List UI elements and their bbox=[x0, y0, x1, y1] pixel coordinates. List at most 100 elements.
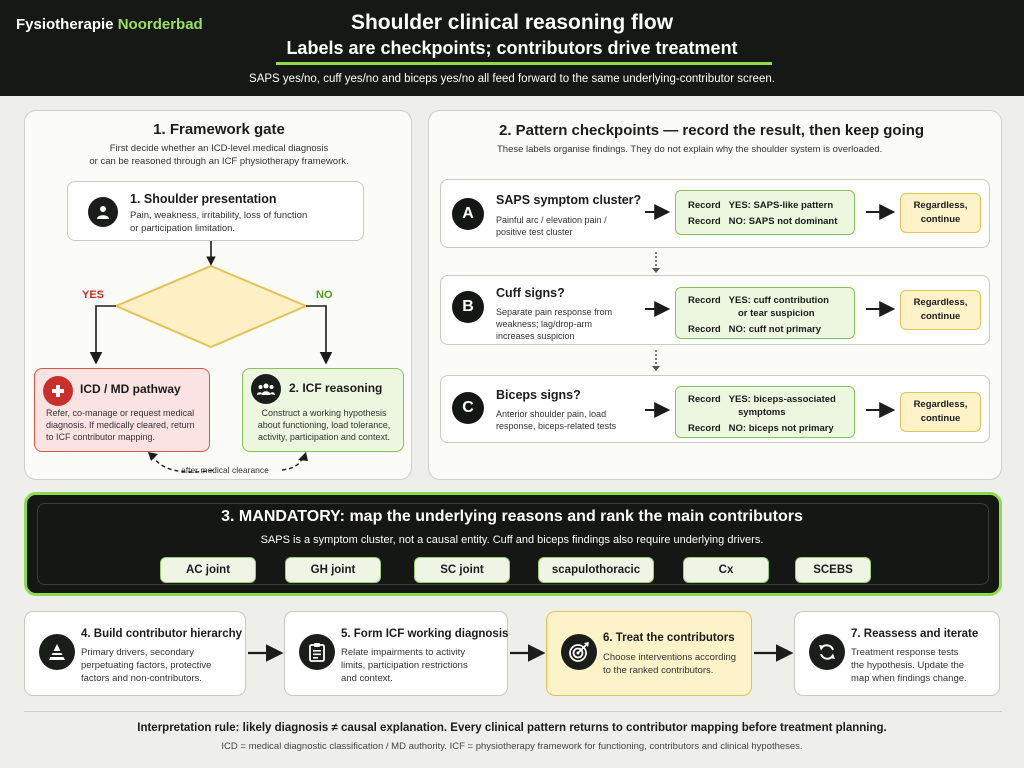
step-form-icf-diagnosis[interactable]: 5. Form ICF working diagnosis Relate imp… bbox=[284, 611, 508, 696]
no-label: NO bbox=[316, 289, 333, 301]
step-build-hierarchy[interactable]: 4. Build contributor hierarchy Primary d… bbox=[24, 611, 246, 696]
record-b-yes-text: YES: cuff contribution bbox=[728, 295, 829, 306]
checkpoint-c-title: Biceps signs? bbox=[496, 388, 581, 402]
page-subtitle: Labels are checkpoints; contributors dri… bbox=[286, 38, 738, 58]
framework-gate-intro-1: First decide whether an ICD-level medica… bbox=[109, 143, 329, 154]
step-4-line-3: factors and non-contributors. bbox=[81, 672, 202, 684]
brand-prefix: Fysiotherapie bbox=[16, 16, 118, 33]
title-underline bbox=[276, 62, 772, 65]
pattern-checkpoints-title: 2. Pattern checkpoints — record the resu… bbox=[499, 122, 925, 139]
icf-reasoning-box[interactable]: 2. ICF reasoning Construct a working hyp… bbox=[242, 368, 404, 452]
step-6-line-1: Choose interventions according bbox=[603, 652, 737, 663]
step-5-line-3: and context. bbox=[341, 672, 393, 684]
person-icon bbox=[88, 197, 118, 227]
group-icon bbox=[251, 374, 281, 404]
step-5-text: Relate impairments to activity limits, p… bbox=[341, 647, 468, 685]
yes-label: YES bbox=[82, 289, 105, 301]
record-a-no: Record NO: SAPS not dominant bbox=[688, 216, 837, 227]
record-b-no: Record NO: cuff not primary bbox=[688, 324, 821, 335]
icd-pathway-line-2: diagnosis. If medically cleared, return bbox=[46, 420, 195, 430]
step-5-line-2: limits, participation restrictions bbox=[341, 659, 468, 671]
contributor-chip-gh-joint[interactable]: GH joint bbox=[285, 557, 381, 583]
continue-a-line-2: continue bbox=[920, 214, 961, 225]
icf-reasoning-line-3: activity, participation and context. bbox=[258, 432, 390, 442]
header-note: SAPS yes/no, cuff yes/no and biceps yes/… bbox=[249, 73, 775, 85]
shoulder-presentation-box[interactable]: 1. Shoulder presentation Pain, weakness,… bbox=[67, 181, 364, 241]
step-4-title: 4. Build contributor hierarchy bbox=[81, 628, 243, 640]
record-c-yes-text-2: symptoms bbox=[738, 407, 786, 418]
checkpoint-b-desc-3: increases suspicion bbox=[496, 331, 575, 341]
hierarchy-cone-icon bbox=[39, 634, 75, 670]
step-7-line-3: map when findings change. bbox=[851, 672, 967, 684]
mandatory-inner bbox=[37, 503, 989, 585]
checkpoint-letter-a: A bbox=[452, 198, 484, 230]
record-a-yes-text: YES: SAPS-like pattern bbox=[728, 200, 834, 211]
contributor-chip-sc-joint[interactable]: SC joint bbox=[414, 557, 510, 583]
record-a-yes: Record YES: SAPS-like pattern bbox=[688, 200, 833, 211]
checkpoint-b-desc-1: Separate pain response from bbox=[496, 307, 613, 317]
record-b-no-text: NO: cuff not primary bbox=[728, 324, 822, 335]
checkpoint-b-desc-2: weakness; lag/drop-arm bbox=[496, 319, 593, 329]
record-c-no-text: NO: biceps not primary bbox=[728, 423, 834, 434]
icd-pathway-title: ICD / MD pathway bbox=[80, 382, 181, 396]
loop-label: after medical clearance bbox=[181, 465, 269, 475]
continue-box-b: Regardless,continue bbox=[900, 290, 981, 330]
record-label: Record bbox=[688, 423, 721, 434]
decision-label-2: diagnosis required? bbox=[151, 310, 271, 324]
interpretation-rule: Interpretation rule: likely diagnosis ≠ … bbox=[137, 722, 887, 734]
checkpoint-letter-b: B bbox=[452, 291, 484, 323]
icf-reasoning-title: 2. ICF reasoning bbox=[289, 381, 383, 395]
continue-c-line-2: continue bbox=[920, 413, 961, 424]
step-5-line-1: Relate impairments to activity bbox=[341, 647, 466, 658]
step-4-line-1: Primary drivers, secondary bbox=[81, 647, 194, 658]
continue-b-line-2: continue bbox=[920, 311, 961, 322]
record-label: Record bbox=[688, 394, 721, 405]
icf-reasoning-line-1: Construct a working hypothesis bbox=[261, 408, 387, 418]
framework-gate-title: 1. Framework gate bbox=[153, 121, 285, 138]
checkpoint-c-desc-2: response, biceps-related tests bbox=[496, 421, 617, 431]
contributor-chip-ac-joint[interactable]: AC joint bbox=[160, 557, 256, 583]
target-icon bbox=[561, 634, 597, 670]
step-6-title: 6. Treat the contributors bbox=[603, 632, 735, 644]
checkpoint-a-title: SAPS symptom cluster? bbox=[496, 193, 642, 207]
step-4-text: Primary drivers, secondary perpetuating … bbox=[81, 647, 211, 685]
step-4-line-2: perpetuating factors, protective bbox=[81, 659, 212, 671]
record-c-yes-cont: symptoms bbox=[738, 407, 786, 418]
medical-cross-icon bbox=[43, 376, 73, 406]
record-label: Record bbox=[688, 200, 721, 211]
contributor-chip-cx[interactable]: Cx bbox=[683, 557, 769, 583]
continue-c-line-1: Regardless, bbox=[913, 398, 968, 410]
step-7-line-1: Treatment response tests bbox=[851, 647, 959, 658]
shoulder-presentation-line-2: or participation limitation. bbox=[130, 223, 236, 234]
icd-pathway-box[interactable]: ICD / MD pathway Refer, co-manage or req… bbox=[34, 368, 210, 452]
contributor-chip-scebs[interactable]: SCEBS bbox=[795, 557, 871, 583]
contributor-chip-scapulothoracic[interactable]: scapulothoracic bbox=[538, 557, 654, 583]
step-5-title: 5. Form ICF working diagnosis bbox=[341, 628, 509, 640]
framework-gate-intro-2: or can be reasoned through an ICF physio… bbox=[89, 156, 349, 167]
checkpoint-a-desc-1: Painful arc / elevation pain / bbox=[496, 215, 607, 225]
step-reassess-iterate[interactable]: 7. Reassess and iterate Treatment respon… bbox=[794, 611, 1000, 696]
brand-logo: Fysiotherapie Noorderbad bbox=[16, 16, 203, 33]
checkpoint-letter-c: C bbox=[452, 392, 484, 424]
continue-box-a: Regardless,continue bbox=[900, 193, 981, 233]
record-box-b: Record YES: cuff contribution or tear su… bbox=[675, 287, 855, 339]
icf-reasoning-line-2: about functioning, load tolerance, bbox=[257, 420, 391, 430]
record-c-yes: Record YES: biceps-associated bbox=[688, 394, 836, 405]
page-title: Shoulder clinical reasoning flow bbox=[350, 11, 674, 34]
step-6-text: Choose interventions according to the ra… bbox=[603, 652, 736, 678]
record-c-no: Record NO: biceps not primary bbox=[688, 423, 834, 434]
decision-label-1: ICD-level medical bbox=[159, 294, 263, 308]
record-box-a: Record YES: SAPS-like pattern Record NO:… bbox=[675, 190, 855, 235]
record-label: Record bbox=[688, 295, 721, 306]
record-label: Record bbox=[688, 324, 721, 335]
record-b-yes: Record YES: cuff contribution bbox=[688, 295, 829, 306]
step-6-line-2: to the ranked contributors. bbox=[603, 664, 714, 676]
step-7-line-2: the hypothesis. Update the bbox=[851, 659, 965, 671]
record-c-yes-text: YES: biceps-associated bbox=[728, 394, 836, 405]
brand-accent: Noorderbad bbox=[117, 16, 203, 33]
checkpoint-a-desc-2: positive test cluster bbox=[496, 227, 573, 237]
step-treat-contributors[interactable]: 6. Treat the contributors Choose interve… bbox=[546, 611, 752, 696]
footer-divider bbox=[24, 711, 1002, 712]
record-box-c: Record YES: biceps-associated symptoms R… bbox=[675, 386, 855, 438]
icd-pathway-line-3: to ICF contributor mapping. bbox=[46, 432, 156, 442]
